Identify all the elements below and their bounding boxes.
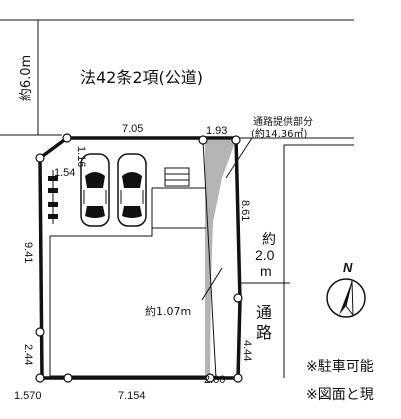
dim-left-small-2: 1.54 (54, 167, 75, 179)
setback-area (205, 140, 236, 376)
north-compass-icon: N (326, 260, 366, 318)
dim-right: 8.61 (239, 200, 251, 221)
setback-leader (225, 137, 253, 179)
boundary-marker (198, 135, 208, 145)
boundary-marker (35, 373, 45, 383)
building-outline-top (50, 227, 206, 237)
boundary-marker (35, 153, 45, 163)
setback-label-line1: 通路提供部分 (253, 115, 313, 128)
boundary-marker (231, 135, 241, 145)
setback-width-leader (201, 267, 223, 301)
passage-width-prefix: 約 (262, 232, 276, 248)
dim-top: 7.05 (122, 123, 143, 135)
dim-left-bottom: 2.44 (22, 344, 34, 365)
car-left-icon (80, 153, 110, 227)
boundary-marker (62, 133, 72, 143)
note-parking: ※駐車可能 (306, 359, 374, 375)
dim-bottom-mid: 7.154 (118, 390, 146, 402)
building-outline-bottom (49, 236, 210, 377)
boundary-marker (63, 373, 73, 383)
boundary-markers (35, 133, 243, 383)
boundary-marker (233, 373, 243, 383)
entrance-steps (164, 167, 190, 187)
dim-bottom-right: 2.00 (204, 374, 225, 386)
road-label: 法42条2項(公道) (80, 68, 203, 87)
road-width-label: 約6.0m (19, 55, 34, 101)
dim-left-long: 9.41 (22, 242, 34, 263)
boundary-marker (35, 327, 45, 337)
car-right-icon (117, 153, 147, 227)
passage-width-unit: m (260, 263, 272, 279)
dim-top-right: 1.93 (206, 125, 227, 137)
dim-right-lower: 4.44 (241, 340, 253, 361)
dim-bottom-left: 1.570 (14, 390, 42, 402)
note-drawing: ※図面と現 (306, 387, 374, 403)
passage-label-char-1: 通 (256, 303, 272, 322)
passage-boundary (283, 144, 354, 164)
bicycle-icon (48, 170, 58, 224)
setback-inner-line (202, 140, 217, 379)
dim-left-small-1: 1.16 (75, 146, 87, 167)
compass-label: N (343, 260, 353, 275)
setback-label-line2: (約14.36㎡) (251, 127, 308, 140)
passage-label-char-2: 路 (256, 323, 272, 342)
passage-width-value: 2.0 (255, 247, 275, 263)
boundary-marker (233, 293, 243, 303)
boundary-marker (205, 373, 215, 383)
dim-setback-width: 約1.07m (145, 304, 191, 318)
